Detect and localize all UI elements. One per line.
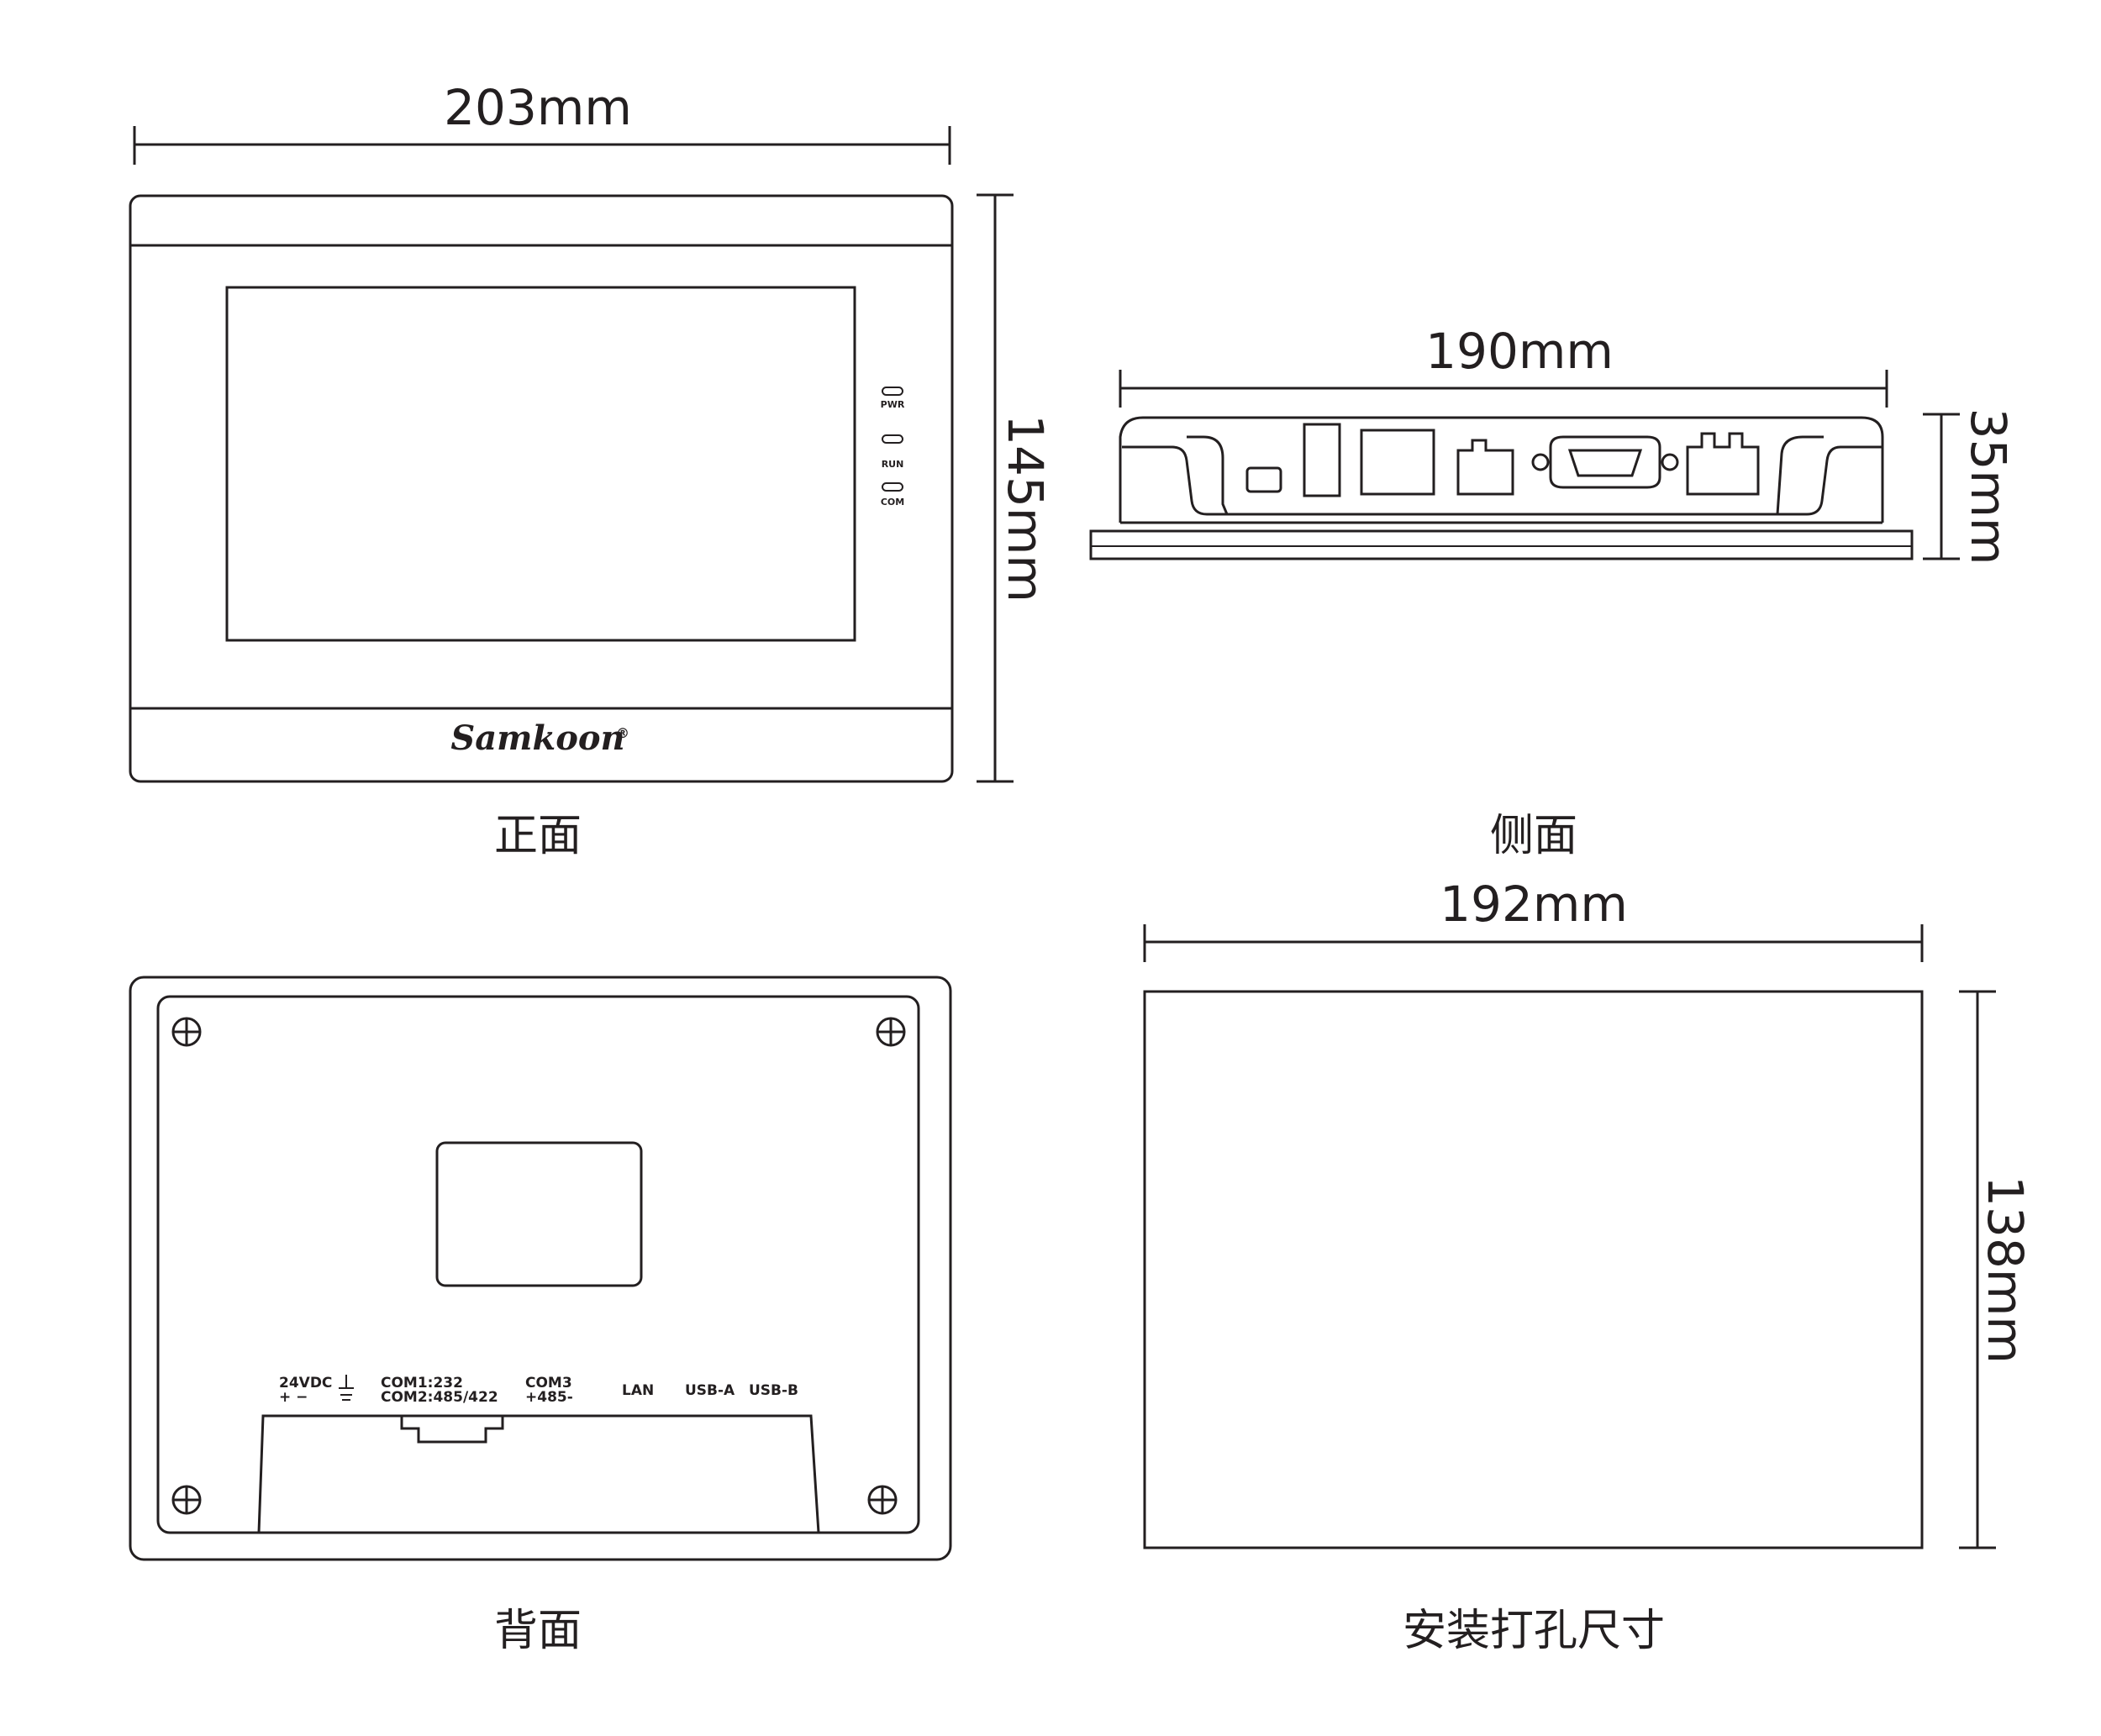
- side-width-label: 190mm: [1425, 323, 1614, 380]
- front-width-dimension: 203mm: [133, 79, 951, 165]
- lan-port-icon: [1360, 429, 1435, 496]
- side-depth-dimension: 35mm: [1923, 408, 2017, 566]
- cutout-width-label: 192mm: [1440, 876, 1628, 933]
- back-view-caption: 背面: [494, 1606, 582, 1656]
- screw-icon: [867, 1485, 898, 1515]
- side-housing-outline: [1119, 416, 1884, 523]
- cutout-rectangle: [1143, 990, 1924, 1549]
- back-view: 24VDC + − COM1:232 COM2:485/422 COM3 +48…: [129, 976, 952, 1656]
- screen: [225, 286, 856, 642]
- front-height-label: 145mm: [997, 414, 1054, 602]
- lan-label: LAN: [622, 1382, 654, 1399]
- side-depth-label: 35mm: [1960, 408, 2017, 566]
- power-label: 24VDC: [279, 1375, 332, 1391]
- run-led-label: RUN: [882, 459, 904, 470]
- power-polarity-label: + −: [279, 1389, 308, 1406]
- side-width-dimension: 190mm: [1119, 323, 1888, 408]
- side-housing-profile: [1122, 445, 1882, 516]
- com2-label: COM2:485/422: [381, 1389, 498, 1406]
- com1-label: COM1:232: [381, 1375, 463, 1391]
- pwr-led-icon: [882, 387, 903, 396]
- back-outer-outline: [129, 976, 952, 1561]
- screw-icon: [876, 1017, 906, 1047]
- front-width-label: 203mm: [444, 79, 632, 136]
- port-housing: [257, 1414, 820, 1533]
- screw-icon: [171, 1017, 202, 1047]
- power-terminal-icon: [1686, 432, 1760, 496]
- com3-label: COM3: [525, 1375, 572, 1391]
- front-view-caption: 正面: [494, 811, 582, 861]
- cutout-view: 192mm 138mm 安装打孔尺寸: [1143, 876, 2034, 1656]
- com3-485-label: +485-: [525, 1389, 573, 1406]
- side-view-caption: 侧面: [1490, 811, 1577, 861]
- brand-logo: Samkoon: [450, 718, 624, 758]
- cutout-height-label: 138mm: [1977, 1176, 2034, 1364]
- front-height-dimension: 145mm: [977, 193, 1054, 783]
- run-led-icon: [882, 434, 903, 444]
- cutout-width-dimension: 192mm: [1143, 876, 1924, 962]
- com-led-icon: [882, 482, 903, 492]
- screw-icon: [171, 1485, 202, 1515]
- front-view: 203mm 145mm PWR RUN COM Samkoon ® 正面: [129, 79, 1054, 861]
- com-db9-connector-icon: [400, 1416, 504, 1444]
- side-left-step: [1187, 435, 1229, 515]
- back-inner-panel: [156, 995, 920, 1534]
- registered-mark: ®: [616, 725, 629, 741]
- com-led-label: COM: [881, 497, 904, 508]
- com3-terminal-icon: [1456, 439, 1514, 496]
- front-panel-outline: [129, 194, 954, 783]
- ground-icon: [339, 1375, 354, 1401]
- pwr-led-label: PWR: [881, 399, 905, 410]
- com-db9-port-icon: [1531, 435, 1679, 489]
- side-view: 190mm 35mm: [1089, 323, 2017, 861]
- usb-b-port-icon: [1245, 466, 1282, 493]
- side-ports: [1245, 423, 1760, 497]
- label-plate: [435, 1141, 643, 1287]
- cutout-view-caption: 安装打孔尺寸: [1403, 1606, 1665, 1656]
- cutout-height-dimension: 138mm: [1959, 990, 2034, 1549]
- usb-a-label: USB-A: [685, 1382, 735, 1399]
- status-leds: PWR RUN COM: [881, 387, 905, 508]
- usb-b-label: USB-B: [749, 1382, 798, 1399]
- side-right-step: [1776, 435, 1824, 515]
- side-front-bezel: [1089, 529, 1914, 560]
- back-port-labels: 24VDC + − COM1:232 COM2:485/422 COM3 +48…: [279, 1375, 798, 1406]
- usb-a-port-icon: [1303, 423, 1341, 497]
